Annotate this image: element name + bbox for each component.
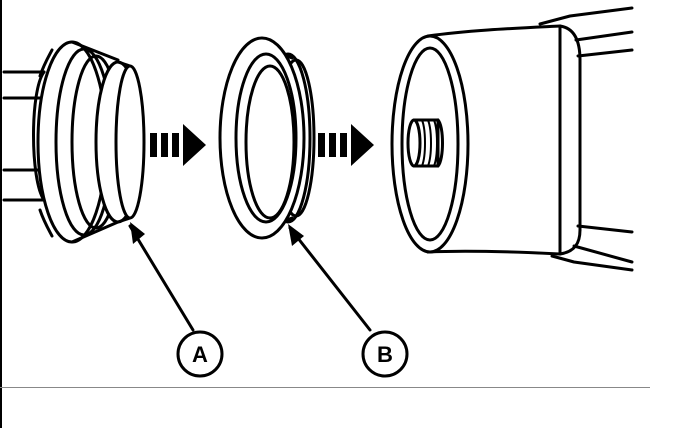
callout-a-arrowhead bbox=[130, 222, 145, 244]
callout-a: A bbox=[176, 330, 224, 378]
left-border bbox=[0, 0, 2, 428]
callout-b-label: B bbox=[377, 342, 393, 367]
callout-b-arrowhead bbox=[288, 224, 304, 246]
callout-b: B bbox=[361, 330, 409, 378]
callout-b-leader bbox=[288, 226, 372, 332]
callout-a-label: A bbox=[192, 342, 208, 367]
direction-arrow-2 bbox=[318, 124, 374, 166]
direction-arrow-1 bbox=[150, 124, 206, 166]
seal-ring-part bbox=[218, 36, 316, 240]
bottom-rule bbox=[0, 387, 650, 388]
housing-part bbox=[390, 6, 634, 272]
callout-a-leader bbox=[128, 224, 195, 332]
shaft-flange-part bbox=[2, 40, 146, 244]
